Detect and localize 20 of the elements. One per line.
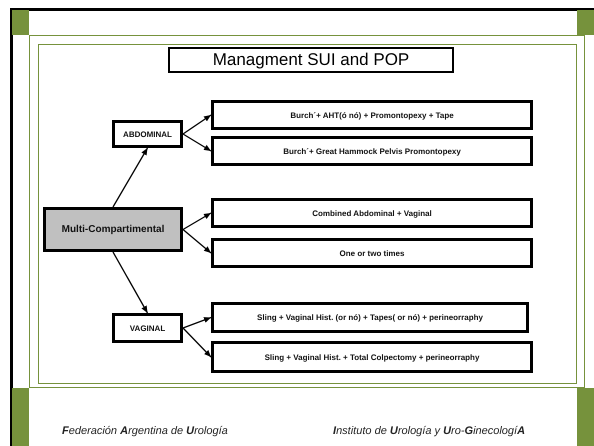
arrow <box>112 252 148 314</box>
category-box: ABDOMINAL <box>112 120 183 148</box>
footer-text: Instituto de Urología y Uro-GinecologíA <box>333 425 526 437</box>
arrow <box>182 212 212 230</box>
procedure-box: Sling + Vaginal Hist. (or nó) + Tapes( or nó) + perineorraphy <box>211 302 529 333</box>
footer-text: Federación Argentina de Urología <box>62 425 228 437</box>
category-box: VAGINAL <box>112 313 183 343</box>
arrow <box>182 133 212 152</box>
procedure-box: Burch´+ AHT(ó nó) + Promontopexy + Tape <box>211 100 533 130</box>
arrow <box>182 328 212 358</box>
title: Managment SUI and POP <box>168 47 454 73</box>
root-box: Multi-Compartimental <box>43 207 183 252</box>
procedure-box: Combined Abdominal + Vaginal <box>211 198 533 228</box>
arrow <box>182 229 212 254</box>
arrow <box>182 114 212 135</box>
procedure-box: One or two times <box>211 238 533 268</box>
procedure-box: Burch´+ Great Hammock Pelvis Promontopexy <box>211 136 533 166</box>
arrow <box>112 148 148 208</box>
procedure-box: Sling + Vaginal Hist. + Total Colpectomy + perineorraphy <box>211 341 533 373</box>
arrow <box>182 316 212 329</box>
